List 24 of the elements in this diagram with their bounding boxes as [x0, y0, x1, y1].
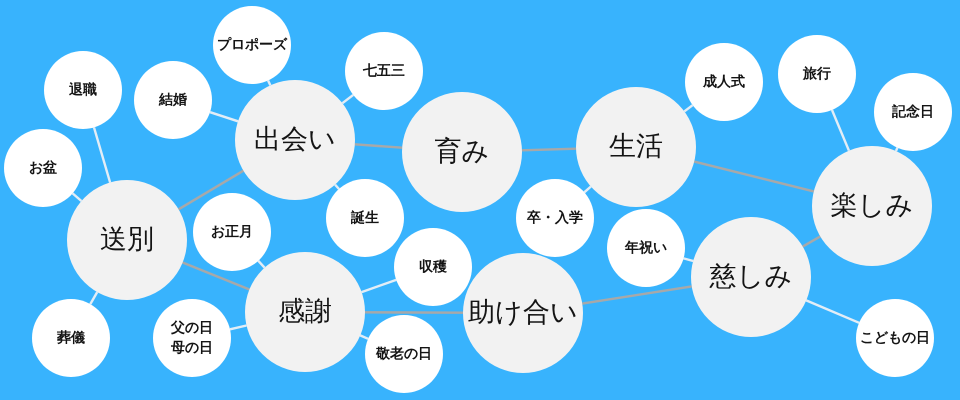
connector-line	[178, 170, 244, 210]
connector-line	[522, 148, 576, 152]
connector-line	[89, 292, 98, 305]
connector-line	[683, 257, 694, 262]
connector-line	[684, 104, 694, 112]
connector-line	[267, 80, 272, 86]
connector-line	[802, 235, 821, 248]
connector-line	[334, 184, 340, 190]
connector-line	[257, 260, 266, 268]
connector-line	[584, 186, 592, 194]
connector-line	[182, 261, 250, 291]
connector-line	[361, 278, 397, 294]
connector-line	[230, 324, 247, 330]
connector-line	[360, 334, 369, 340]
connector-line	[72, 192, 82, 202]
connector-line	[694, 160, 814, 193]
connector-line	[210, 111, 238, 122]
connector-line	[365, 311, 463, 314]
connector-line	[582, 285, 692, 305]
connector-line	[92, 127, 112, 183]
connector-line	[830, 110, 850, 152]
connector-line	[806, 299, 860, 324]
connector-line	[342, 94, 354, 104]
connector-line	[354, 143, 402, 149]
